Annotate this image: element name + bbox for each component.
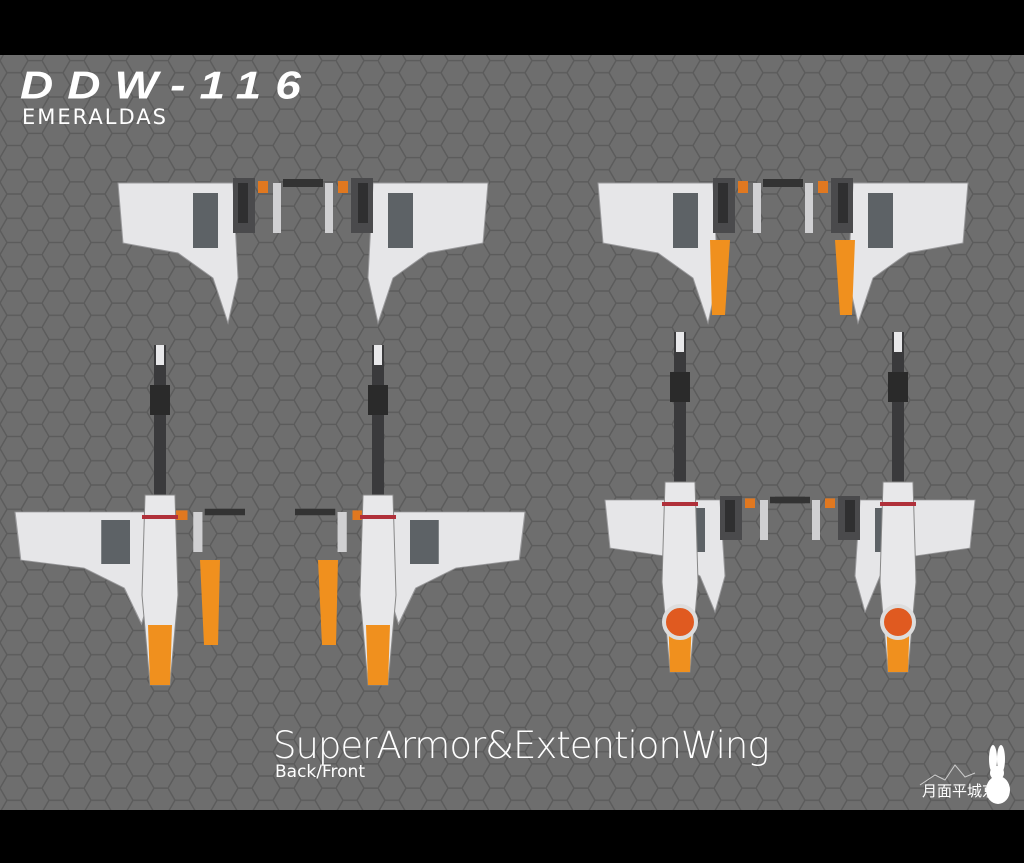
logo-text: 月面平城京: [922, 782, 998, 800]
hex-background: [0, 55, 1024, 810]
caption: SuperArmor&ExtentionWing: [273, 724, 770, 767]
sub-caption: Back/Front: [275, 762, 365, 782]
model-subtitle: EMERALDAS: [22, 105, 168, 129]
view-top-right: [598, 178, 968, 323]
rabbit-icon: [919, 745, 1010, 804]
top-letterbox: [0, 0, 1024, 55]
artwork-canvas: [0, 55, 1024, 810]
model-title: DDW-116: [20, 62, 315, 108]
view-bottom-right: [605, 331, 975, 673]
bottom-letterbox: [0, 810, 1024, 863]
view-bottom-left: [15, 344, 525, 686]
